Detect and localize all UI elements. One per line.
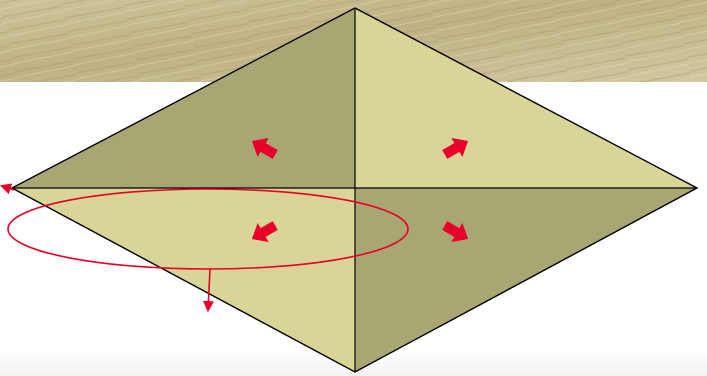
diamond-diagram	[0, 0, 707, 376]
diagram-scene	[0, 0, 707, 376]
